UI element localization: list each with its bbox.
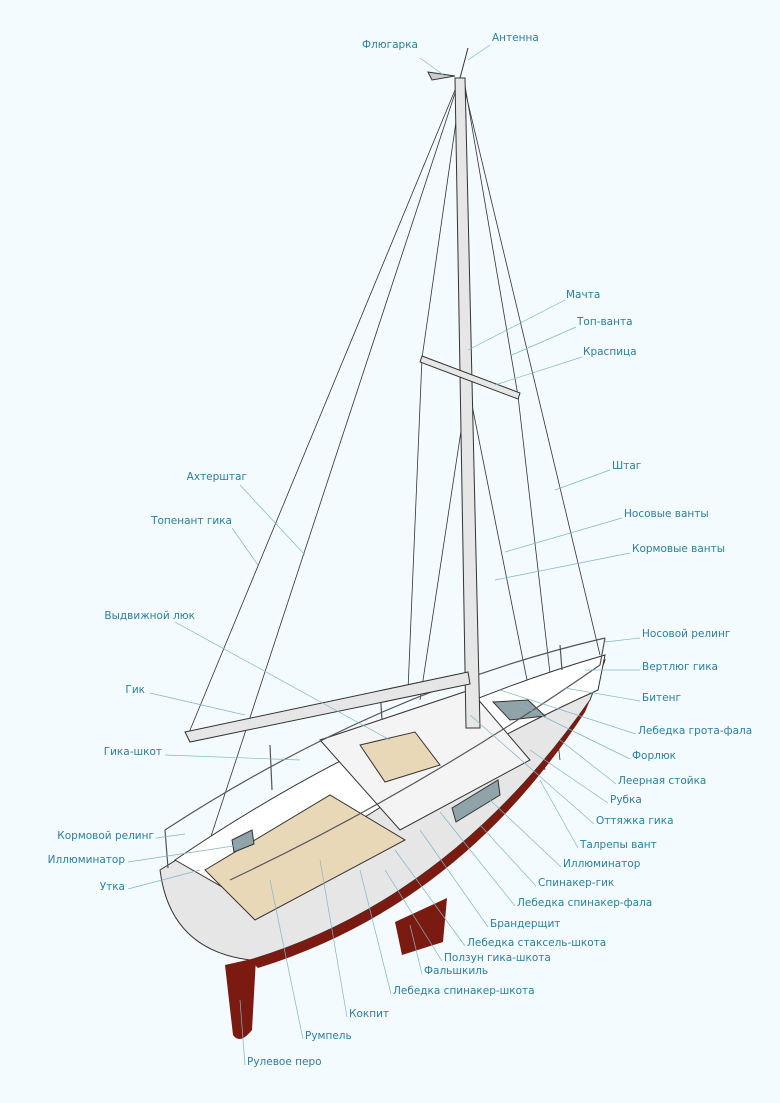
cockpit [204,794,407,921]
label-stanchion: Леерная стойка [618,775,707,787]
railing [164,637,606,881]
label-bitt: Битенг [642,692,681,704]
label-cabin: Рубка [610,794,642,806]
label-bow-pulpit: Носовой релинг [642,628,731,640]
label-top-shroud: Топ-ванта [577,316,633,328]
label-fore-shrouds: Носовые ванты [624,508,709,520]
label-mast: Мачта [566,289,601,301]
porthole-left [231,829,255,853]
label-backstay: Ахтерштаг [186,471,247,483]
label-fore-hatch: Форлюк [632,750,677,762]
boom [184,671,471,743]
label-jib-sheet-winch: Лебедка стаксель-шкота [467,937,607,949]
label-sliding-hatch: Выдвижной люк [104,610,195,622]
fore-hatch [491,699,547,721]
sliding-hatch [359,731,441,783]
antenna [459,47,469,79]
label-mainsheet: Гика-шкот [103,746,162,758]
label-tiller: Румпель [305,1030,352,1042]
label-antenna: Антенна [492,32,539,44]
label-topping-lift: Топенант гика [151,515,232,527]
label-stern-pulpit: Кормовой релинг [57,830,154,842]
label-boom: Гик [125,684,145,696]
label-vane: Флюгарка [362,39,418,51]
label-porthole-left: Иллюминатор [47,854,125,866]
label-boom-vang: Оттяжка гика [596,815,674,827]
label-traveler: Ползун гика-шкота [444,952,551,964]
rudder [225,958,256,1039]
label-forestay: Штаг [612,460,642,472]
label-gooseneck: Вертлюг гика [642,661,718,673]
label-spreader: Краспица [583,346,637,358]
label-porthole-right: Иллюминатор [563,858,641,870]
label-cockpit: Кокпит [349,1008,390,1020]
label-aft-shrouds: Кормовые ванты [632,543,726,555]
label-rudder: Рулевое перо [247,1056,322,1068]
leader-lines [127,44,641,1066]
label-spinnaker-pole: Спинакер-гик [538,877,615,889]
label-washboard: Брандерщит [490,918,561,930]
spreaders [419,355,521,400]
label-turnbuckles: Талрепы вант [580,839,657,851]
porthole-right [451,779,501,823]
label-spinnaker-halyard-winch: Лебедка спинакер-фала [517,897,653,909]
label-cleat: Утка [99,881,125,893]
label-spinnaker-sheet-winch: Лебедка спинакер-шкота [393,985,535,997]
wind-vane [427,71,456,81]
label-keel: Фальшкиль [424,965,489,977]
mast [454,77,481,729]
keel [395,898,447,955]
label-main-halyard-winch: Лебедка грота-фала [638,725,753,737]
